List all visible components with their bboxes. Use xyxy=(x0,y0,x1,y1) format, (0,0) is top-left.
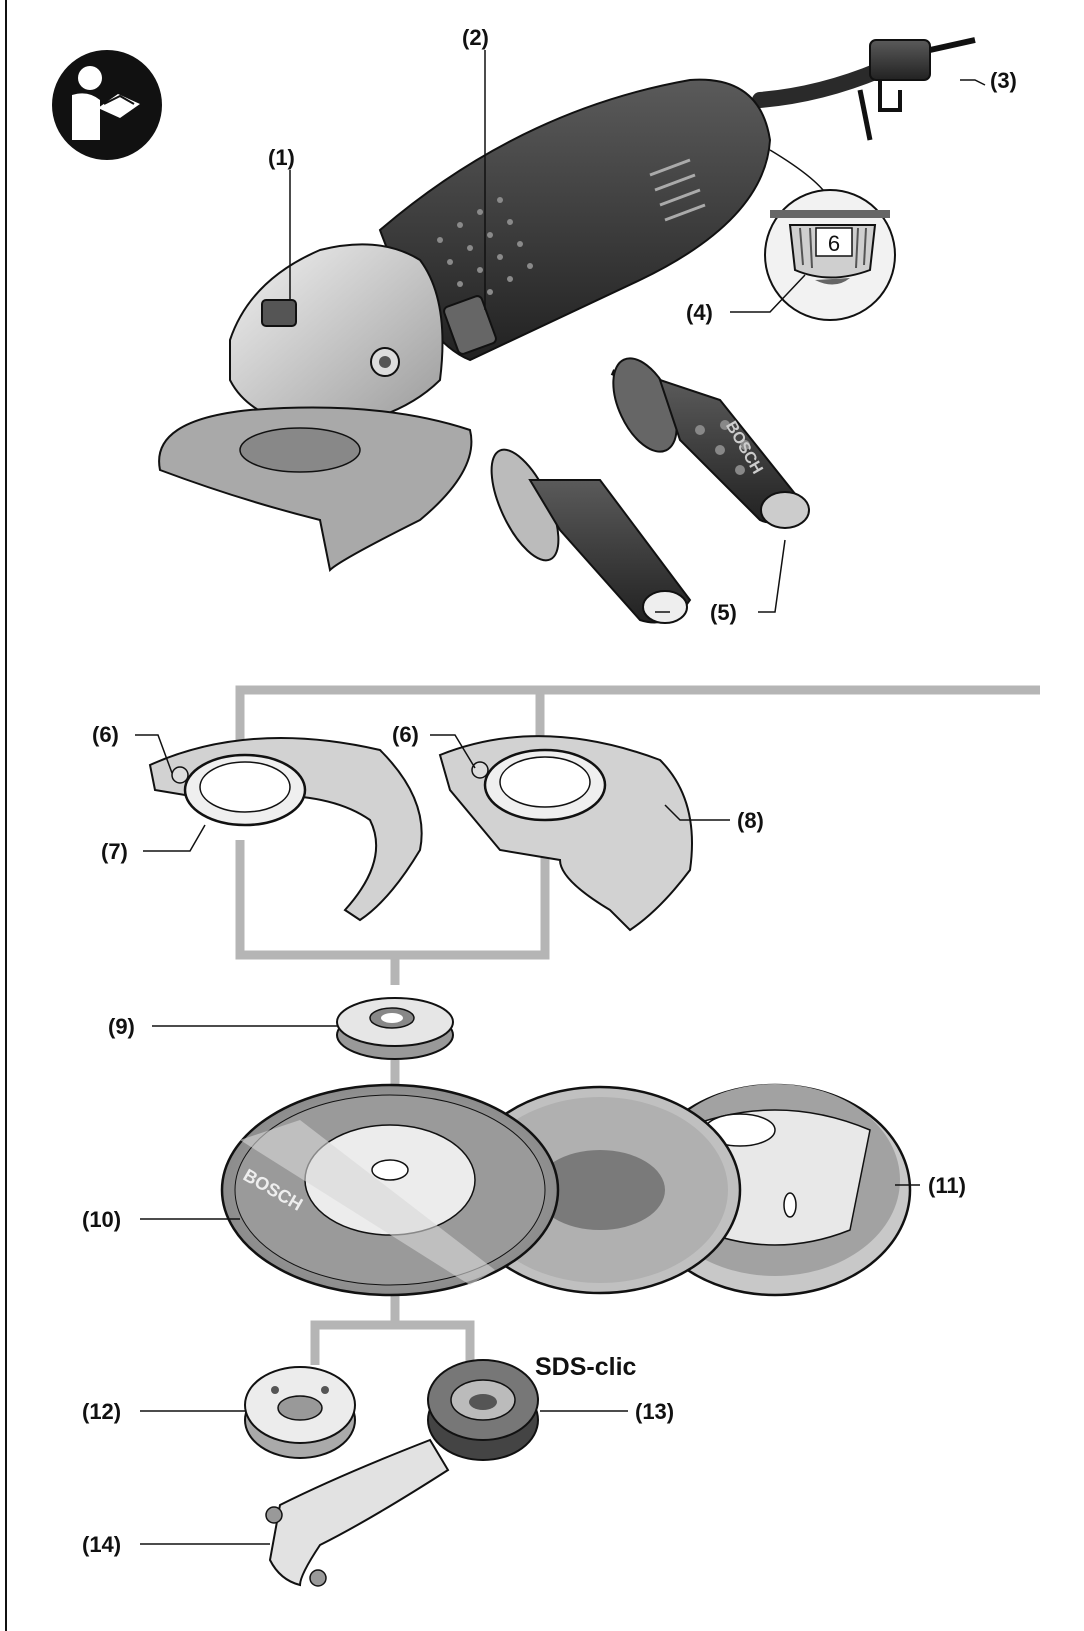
auxiliary-handle-standard xyxy=(490,448,692,624)
read-manual-icon xyxy=(52,50,162,160)
callout-4: (4) xyxy=(686,300,713,325)
callout-12: (12) xyxy=(82,1399,122,1424)
callout-9: (9) xyxy=(108,1014,135,1039)
speed-dial-zoom xyxy=(764,149,896,321)
cutting-guard xyxy=(438,735,693,932)
callout-2: (2) xyxy=(462,25,489,50)
callout-13: (13) xyxy=(635,1399,675,1424)
grinding-disc xyxy=(220,1083,560,1297)
mounting-flange xyxy=(336,997,454,1060)
speed-dial-value: 6 xyxy=(828,231,840,256)
callout-6-left: (6) xyxy=(92,722,119,747)
callout-14: (14) xyxy=(82,1532,122,1557)
auxiliary-handle-vibration xyxy=(610,357,810,529)
slide-switch xyxy=(443,295,497,355)
leader-lines xyxy=(135,50,986,1545)
sds-clic-logo: SDS-clic xyxy=(535,1353,637,1381)
callout-3: (3) xyxy=(990,68,1017,93)
grinding-guard xyxy=(148,737,423,922)
angle-grinder xyxy=(158,37,976,573)
callout-6-right: (6) xyxy=(392,722,419,747)
grip-texture xyxy=(437,197,533,309)
two-pin-spanner xyxy=(265,1438,450,1587)
air-vents xyxy=(649,158,706,222)
quick-clamping-nut xyxy=(427,1359,539,1461)
callout-5: (5) xyxy=(710,600,737,625)
callout-8: (8) xyxy=(737,808,764,833)
clamping-nut xyxy=(244,1366,356,1459)
callout-11: (11) xyxy=(928,1173,966,1198)
callout-10: (10) xyxy=(82,1207,122,1232)
assembly-brackets xyxy=(235,685,1040,1365)
callout-7: (7) xyxy=(101,839,128,864)
spindle-lock-button xyxy=(261,299,297,327)
cord-clip xyxy=(857,37,976,141)
callout-1: (1) xyxy=(268,145,295,170)
